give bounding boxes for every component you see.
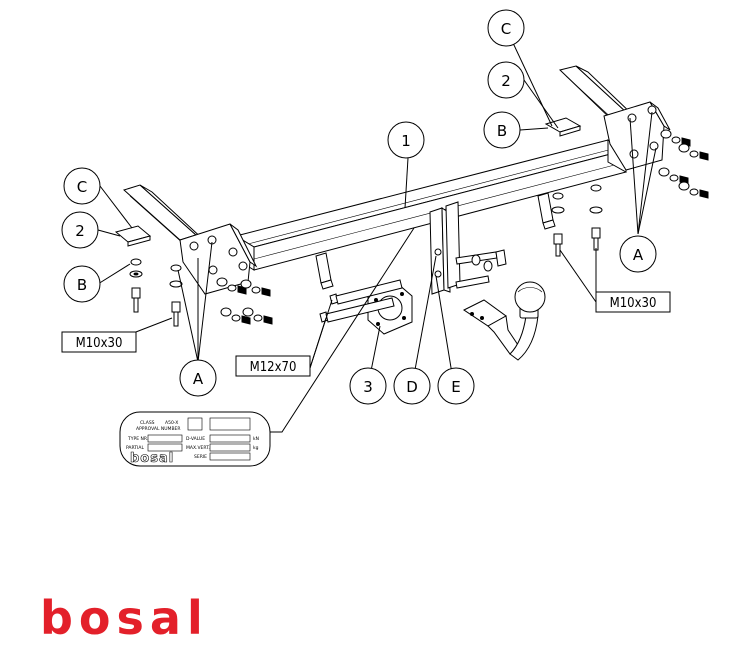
leader-lines [97,27,657,433]
crossbar-hangers [315,192,556,290]
plate-serial-label: SERIE [194,454,207,460]
identification-plate: CLASS A50-X APPROVAL NUMBER TYPE NR. PAR… [119,411,271,467]
plate-type-label: TYPE NR. [127,436,148,442]
bolt-label-left: M10x30 [61,331,137,353]
callout-a-right: A [619,235,657,273]
center-drop-brackets [429,201,461,295]
callout-e: E [437,367,475,405]
callout-c-left: C [63,167,101,205]
plate-approval-label: APPROVAL NUMBER [136,426,181,432]
bolt-label-center: M12x70 [235,355,311,377]
plate-dvalue-label: D-VALUE [186,436,205,442]
callout-3-label: 3 [363,378,373,396]
left-fasteners [129,258,273,327]
callout-a-right-label: A [633,246,644,264]
callout-c-top-label: C [501,20,511,38]
plate-class-value: A50-X [165,420,178,426]
callout-1: 1 [387,121,425,159]
bolt-label-right: M10x30 [595,291,671,313]
callout-b-left: B [63,265,101,303]
plate-dvalue-unit: kN [253,436,259,442]
callout-e-label: E [451,378,460,396]
callout-a-left-label: A [193,370,204,388]
plate-class-label: CLASS [140,420,155,426]
callout-b-top: B [483,111,521,149]
plate-partial-label: PARTIAL [126,445,144,451]
plate-s-label: MAX.VERT. [186,445,210,451]
left-side-bracket [114,184,258,295]
right-fasteners [551,129,709,257]
bosal-logo-text: bosal [40,591,209,645]
callout-c-top: C [487,9,525,47]
tow-ball [463,281,546,361]
bolt-label-center-text: M12x70 [250,360,297,375]
callout-1-label: 1 [401,132,411,150]
callout-a-left: A [179,359,217,397]
callout-3: 3 [349,367,387,405]
callout-b-left-label: B [77,276,87,294]
plate-brand: bosal [130,451,174,466]
right-side-bracket [544,65,671,171]
plate-s-unit: kg [253,445,259,451]
bolt-label-right-text: M10x30 [610,296,657,311]
ball-bolts [455,249,507,289]
callout-2-left: 2 [61,211,99,249]
callout-d-label: D [406,378,418,396]
callout-b-top-label: B [497,122,507,140]
callout-d: D [393,367,431,405]
callout-c-left-label: C [77,178,87,196]
callout-2-left-label: 2 [75,222,85,240]
callout-2-top: 2 [487,61,525,99]
bolt-label-left-text: M10x30 [76,336,123,351]
bosal-logo: bosal [40,591,209,645]
callout-2-top-label: 2 [501,72,511,90]
bolts-m12x70 [319,279,403,323]
